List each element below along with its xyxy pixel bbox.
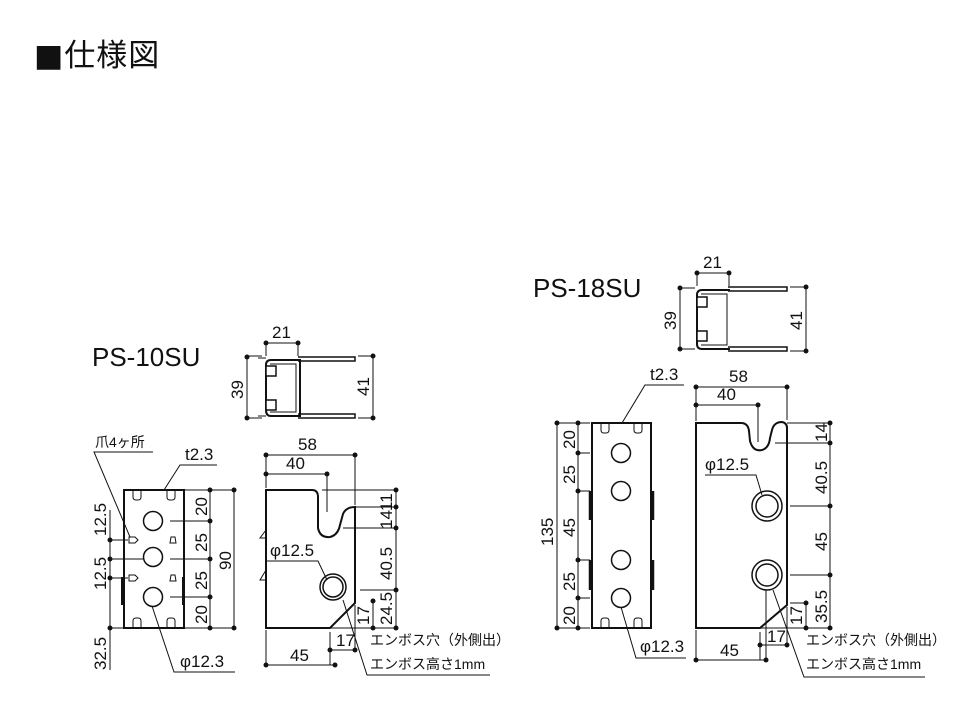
ps18-thickness: t2.3	[650, 365, 678, 384]
ps10-thickness: t2.3	[185, 445, 213, 464]
ps10-side-bottom-total: 45	[290, 646, 309, 665]
ps10-front-dim-3: 25	[192, 571, 211, 590]
ps18-front-dim-5: 20	[560, 606, 579, 625]
ps18-front-total: 135	[538, 518, 557, 546]
claw-icon	[128, 536, 177, 582]
ps10-front-dim-4: 20	[192, 605, 211, 624]
ps18-front-dim-1: 20	[560, 430, 579, 449]
ps10-side-hole: φ12.5	[270, 541, 314, 560]
ps10-side-view: 58 40 14 11 40.5 24.5 17 17 45 φ12.5 エンボ…	[259, 435, 510, 676]
ps10-top-view: 21 39 41	[228, 323, 376, 421]
ps18-top-left-height: 39	[661, 311, 680, 330]
ps10-front-dim-1: 20	[192, 497, 211, 516]
ps18-emboss-note-2: エンボス高さ1mm	[806, 656, 921, 672]
ps18-side-dim-45: 45	[812, 532, 831, 551]
ps10-top-right-height: 41	[354, 377, 373, 396]
ps10-emboss-note-1: エンボス穴（外側出）	[370, 632, 510, 648]
ps10-side-dim-14: 14	[377, 510, 396, 529]
ps18-side-dim-35-5: 35.5	[812, 590, 831, 623]
ps10-front-left-dim-2: 12.5	[91, 557, 110, 590]
ps18-side-hole: φ12.5	[705, 455, 749, 474]
ps10-front-left-dim-1: 12.5	[91, 503, 110, 536]
ps18-side-slot: 40	[717, 385, 736, 404]
ps18-top-view: 21 39 41	[661, 253, 809, 354]
ps18-side-view: 58 40 14 40.5 45 35.5 17 17 45 φ12.5 エンボ…	[693, 367, 946, 678]
ps18-top-right-height: 41	[787, 311, 806, 330]
ps10-side-dim-24-5: 24.5	[377, 592, 396, 625]
ps10-side-width: 58	[298, 435, 317, 454]
ps10-top-width: 21	[272, 323, 291, 342]
ps18-front-dim-2: 25	[560, 465, 579, 484]
ps18-side-bottom-width: 17	[767, 627, 786, 646]
ps10-emboss-note-2: エンボス高さ1mm	[370, 656, 485, 672]
ps10-side-bottom-width: 17	[336, 631, 355, 650]
ps10-side-bottom-right: 17	[354, 606, 373, 625]
ps18-group: PS-18SU 21 39 41	[533, 253, 946, 678]
page-title: ■仕様図	[34, 38, 161, 74]
ps18-front-hole: φ12.3	[640, 637, 684, 656]
ps18-front-dim-4: 25	[560, 572, 579, 591]
ps10-side-dim-40-5: 40.5	[377, 547, 396, 580]
ps10-front-view: 20 25 25 20 90 12.5 12.5 32.5 爪4ヶ所 t2.3 …	[91, 434, 237, 673]
ps18-side-dim-40-5: 40.5	[812, 461, 831, 494]
ps10-front-total: 90	[216, 551, 235, 570]
ps18-emboss-note-1: エンボス穴（外側出）	[806, 632, 946, 648]
ps10-side-slot: 40	[286, 454, 305, 473]
ps10-group: PS-10SU 21 39 41	[91, 323, 510, 676]
ps10-front-hole: φ12.3	[180, 652, 224, 671]
ps18-model-label: PS-18SU	[533, 273, 641, 303]
ps10-side-dim-11: 11	[377, 493, 396, 511]
ps18-side-width: 58	[729, 367, 748, 386]
ps10-top-left-height: 39	[228, 380, 247, 399]
ps18-front-dim-3: 45	[560, 518, 579, 537]
ps18-side-dim-14: 14	[812, 423, 831, 442]
ps10-front-dim-2: 25	[192, 533, 211, 552]
ps10-front-left-dim-3: 32.5	[91, 637, 110, 670]
ps10-model-label: PS-10SU	[92, 342, 200, 372]
ps10-claw-note: 爪4ヶ所	[95, 434, 145, 450]
ps18-side-bottom-total: 45	[720, 641, 739, 660]
ps18-front-view: 135 20 25 45 25 20 t2.3 φ12.3	[538, 365, 686, 659]
ps18-top-width: 21	[703, 253, 722, 272]
ps18-side-bottom-right: 17	[787, 606, 806, 625]
